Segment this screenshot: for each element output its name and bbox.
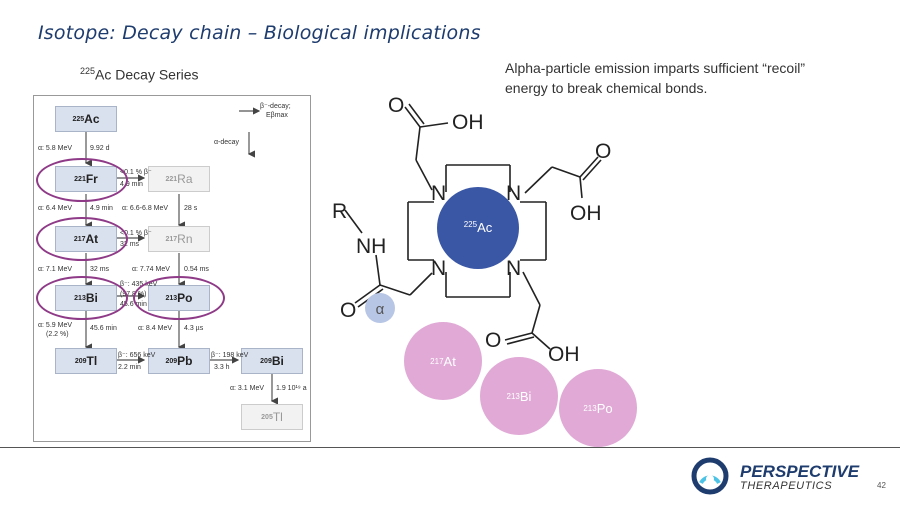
atom-n-bottom-left: N (431, 257, 446, 280)
label-at-half: 32 ms (90, 266, 110, 273)
label-at-beta-half: 32 ms (120, 241, 140, 248)
brand-name: PERSPECTIVE (740, 462, 860, 481)
alpha-symbol: α (376, 301, 385, 318)
atom-oh-right: OH (570, 202, 602, 225)
label-ac-alpha: α: 5.8 MeV (38, 145, 73, 152)
label-fr-half: 4.9 min (90, 205, 113, 212)
label-ac-half: 9.92 d (90, 145, 110, 152)
svg-text:225Ac: 225Ac (464, 220, 493, 235)
brand-subtitle: THERAPEUTICS (740, 480, 833, 492)
label-pb-beta: β⁻: 198 keV (211, 352, 249, 359)
legend-beta-energy-label: Eβmax (266, 112, 288, 119)
atom-n-bottom-right: N (506, 257, 521, 280)
label-bi209-half: 1.9 10¹⁹ a (276, 385, 307, 392)
decay-series-title: 225Ac Decay Series (80, 66, 199, 83)
label-rn-alpha: α: 7.74 MeV (132, 266, 170, 273)
alpha-particle-circle (365, 293, 395, 323)
label-at-alpha: α: 7.1 MeV (38, 266, 73, 273)
atom-r: R (332, 200, 347, 223)
label-fr-beta-pct: <0.1 % β⁻ (120, 169, 152, 176)
highlight-ring-fr (36, 158, 128, 202)
label-pb-half: 3.3 h (214, 364, 230, 371)
recoil-note: Alpha-particle emission imparts sufficie… (505, 60, 806, 96)
highlight-ring-bi (36, 276, 128, 320)
atom-oh-bottom: OH (548, 343, 580, 366)
page-number: 42 (877, 481, 886, 490)
label-bi209-alpha: α: 3.1 MeV (230, 385, 265, 392)
atom-o-bottom: O (485, 329, 501, 352)
atom-nh: NH (356, 235, 386, 258)
atom-o-top-right: O (595, 140, 611, 163)
dota-molecule: 225Ac α O OH O OH O OH O R NH N N N N (332, 94, 611, 366)
slide-title: Isotope: Decay chain – Biological implic… (38, 22, 481, 44)
highlight-ring-at (36, 217, 128, 261)
label-bi-alpha-pct: (2.2 %) (46, 331, 69, 338)
label-rn-half: 0.54 ms (184, 266, 209, 273)
label-bi-half: 45.6 min (90, 325, 117, 332)
perspective-logo-icon (691, 457, 729, 495)
atom-n-top-left: N (431, 182, 446, 205)
atom-n-top-right: N (506, 182, 521, 205)
highlight-ring-po (133, 276, 225, 320)
label-tl-half: 2.2 min (118, 364, 141, 371)
label-fr-alpha: α: 6.4 MeV (38, 205, 73, 212)
legend-alpha-label: α-decay (214, 139, 240, 146)
label-bi-beta-half: 45.6 min (120, 301, 147, 308)
label-po-half: 4.3 µs (184, 325, 204, 332)
footer-divider (0, 447, 900, 448)
ac225-center-circle (437, 187, 519, 269)
atom-o-amide: O (340, 299, 356, 322)
label-bi-beta-energy: β⁻: 435 keV (120, 281, 158, 288)
label-bi-alpha: α: 5.9 MeV (38, 322, 73, 329)
label-po-alpha: α: 8.4 MeV (138, 325, 173, 332)
decay-arrows (84, 107, 278, 405)
label-tl-beta: β⁻: 656 keV (118, 352, 156, 359)
atom-oh-top-left: OH (452, 111, 484, 134)
label-ra-half: 28 s (184, 205, 198, 212)
label-at-beta-pct: <0.1 % β⁻ (120, 230, 152, 237)
label-ra-alpha: α: 6.6-6.8 MeV (122, 205, 169, 212)
label-fr-beta-half: 4.9 min (120, 181, 143, 188)
atom-o-top-left: O (388, 94, 404, 117)
legend-beta-label: β⁻-decay; (260, 103, 291, 110)
